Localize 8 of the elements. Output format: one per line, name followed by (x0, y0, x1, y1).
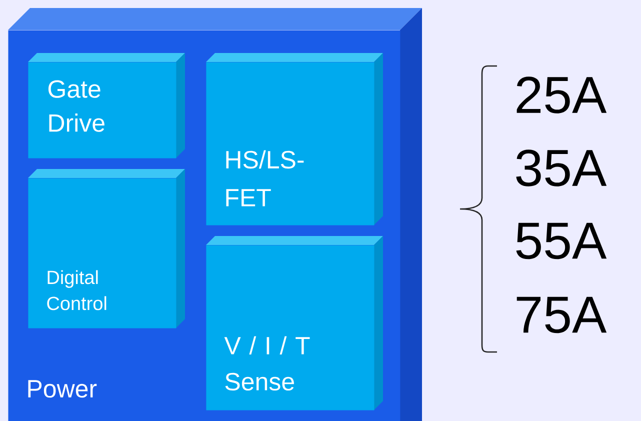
current-rating: 75A (516, 296, 607, 334)
module-block: V / I / T Sense (206, 236, 383, 410)
module-block: HS/LS-FET (206, 53, 383, 226)
module-block: Digital Control (28, 169, 185, 328)
current-rating: 25A (516, 76, 607, 114)
current-rating: 35A (516, 150, 607, 186)
module-block: Gate Drive (28, 53, 185, 158)
current-rating: 55A (516, 222, 607, 260)
